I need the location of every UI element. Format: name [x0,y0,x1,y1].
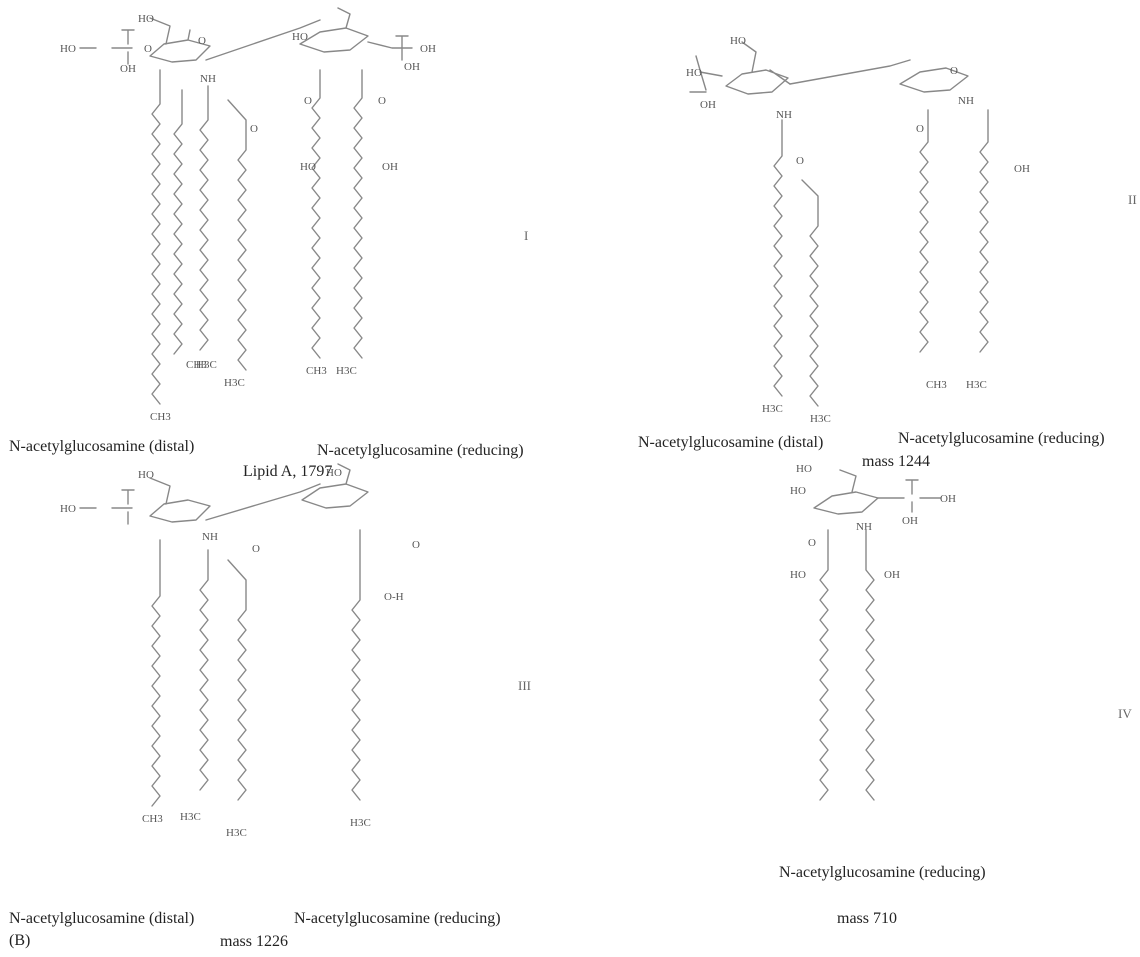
atom-label: H3C [762,403,783,415]
atom-label: HO [300,161,316,173]
atom-label: NH [202,531,218,543]
caption-iv-reducing: N-acetylglucosamine (reducing) [779,864,986,881]
atom-label: HO [730,35,746,47]
atom-label: O [252,543,260,555]
atom-label: OH [902,515,918,527]
atom-label: OH [420,43,436,55]
atom-label: O [412,539,420,551]
atom-label: NH [958,95,974,107]
atom-label: O [304,95,312,107]
panel-letter: (B) [9,932,31,949]
atom-label: NH [776,109,792,121]
atom-label: HO [796,463,812,475]
atom-label: O [808,537,816,549]
structure-numeral: II [1128,192,1137,207]
caption-i-reducing: N-acetylglucosamine (reducing) [317,442,524,459]
atom-label: NH [200,73,216,85]
atom-label: O [198,35,206,47]
caption-i-distal: N-acetylglucosamine (distal) [9,438,195,455]
caption-iv-title: mass 710 [837,910,897,927]
atom-label: O [950,65,958,77]
atom-label: OH [700,99,716,111]
caption-iii-distal: N-acetylglucosamine (distal) [9,910,195,927]
structure-numeral: IV [1118,706,1132,721]
structure-i: HO OH O HO O NH HO OH OH CH3 CH3 H3C H3C… [60,7,528,423]
structure-numeral: I [524,228,528,243]
caption-iii-title: mass 1226 [220,933,288,950]
atom-label: CH3 [150,411,171,423]
atom-label: O [916,123,924,135]
caption-ii-distal: N-acetylglucosamine (distal) [638,434,824,451]
atom-label: CH3 [186,359,207,371]
atom-label: O-H [384,591,404,603]
atom-label: H3C [336,365,357,377]
atom-label: OH [382,161,398,173]
caption-iii-reducing: N-acetylglucosamine (reducing) [294,910,501,927]
atom-label: HO [326,467,342,479]
atom-label: OH [404,61,420,73]
atom-label: H3C [810,413,831,425]
atom-label: H3C [196,359,217,371]
structure-numeral: III [518,678,531,693]
atom-label: H3C [350,817,371,829]
atom-label: O [144,43,152,55]
caption-i-title: Lipid A, 1797 [243,463,333,480]
atom-label: OH [940,493,956,505]
atom-label: HO [790,485,806,497]
atom-label: HO [60,43,76,55]
atom-label: HO [686,67,702,79]
atom-label: CH3 [142,813,163,825]
atom-label: NH [856,521,872,533]
atom-label: OH [884,569,900,581]
atom-label: O [378,95,386,107]
atom-label: HO [138,13,154,25]
caption-ii-title: mass 1244 [862,453,930,470]
atom-label: H3C [966,379,987,391]
atom-label: HO [138,469,154,481]
atom-label: H3C [226,827,247,839]
atom-label: HO [292,31,308,43]
atom-label: HO [60,503,76,515]
structure-iii: HO HO NH HO O CH3 H3C H3C H3C O O-H III [60,463,531,839]
structure-iv: HO HO OH OH NH O HO OH IV [790,463,1132,801]
atom-label: OH [120,63,136,75]
atom-label: CH3 [306,365,327,377]
atom-label: O [796,155,804,167]
atom-label: CH3 [926,379,947,391]
caption-ii-reducing: N-acetylglucosamine (reducing) [898,430,1105,447]
atom-label: OH [1014,163,1030,175]
atom-label: HO [790,569,806,581]
structure-ii: HO OH HO NH O NH H3C H3C CH3 H3C O O OH … [686,35,1137,425]
atom-label: O [250,123,258,135]
atom-label: H3C [180,811,201,823]
atom-label: H3C [224,377,245,389]
